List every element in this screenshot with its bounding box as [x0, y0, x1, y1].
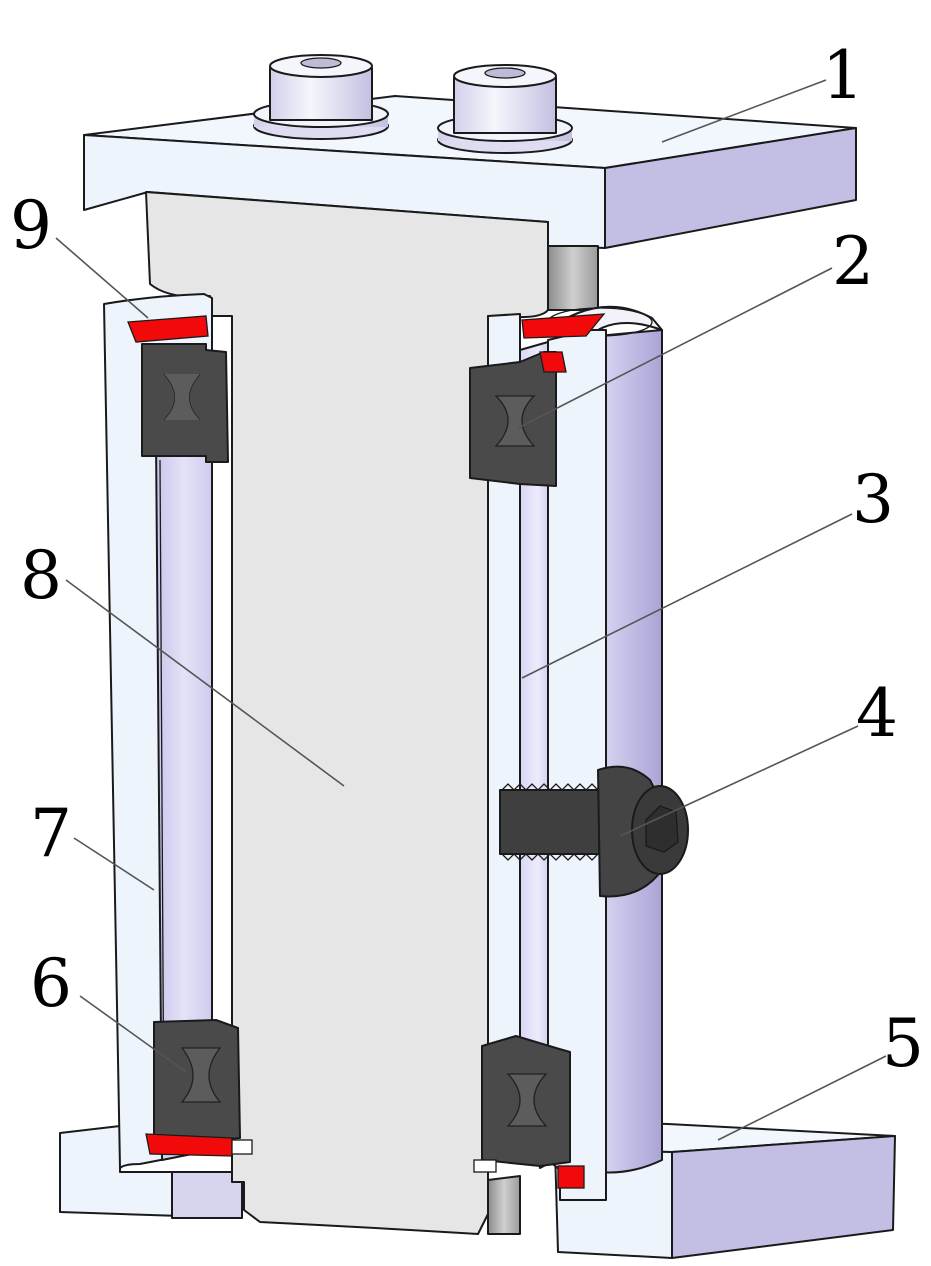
cap-screw-left: [253, 54, 389, 140]
left-housing-section: [103, 293, 213, 1169]
callout-3: 3: [852, 461, 894, 538]
callout-labels: 1 2 3 4 5 6 7 8 9: [10, 37, 924, 1082]
seal-upper-left: [141, 343, 229, 463]
right-inner-section: [487, 313, 607, 1235]
callout-7: 7: [30, 795, 72, 872]
leader-6: [79, 995, 187, 1073]
leader-1: [661, 79, 827, 143]
callout-4: 4: [856, 675, 898, 752]
callout-9: 9: [10, 187, 52, 264]
leader-7: [73, 837, 155, 891]
leader-2: [517, 267, 833, 429]
leader-5: [717, 1055, 887, 1141]
wiper-lower-right: [473, 1159, 585, 1189]
side-screw: [499, 765, 689, 898]
wiper-upper-right: [521, 313, 606, 373]
cap-screw-right: [437, 64, 573, 154]
callout-1: 1: [822, 37, 864, 114]
upper-rod-stub: [547, 245, 599, 311]
leader-9: [55, 237, 149, 319]
callout-5: 5: [882, 1005, 924, 1082]
seal-lower-left: [153, 1019, 241, 1141]
leader-lines: [55, 79, 887, 1141]
callout-8: 8: [20, 537, 62, 614]
wiper-lower-left: [145, 1133, 253, 1157]
callout-6: 6: [30, 945, 72, 1022]
leader-8: [65, 579, 345, 787]
callout-2: 2: [832, 223, 874, 300]
wiper-upper-left: [127, 315, 209, 343]
leader-3: [521, 513, 853, 679]
seal-upper-right: [469, 351, 557, 487]
seal-lower-right: [481, 1035, 571, 1167]
leader-4: [619, 725, 859, 837]
